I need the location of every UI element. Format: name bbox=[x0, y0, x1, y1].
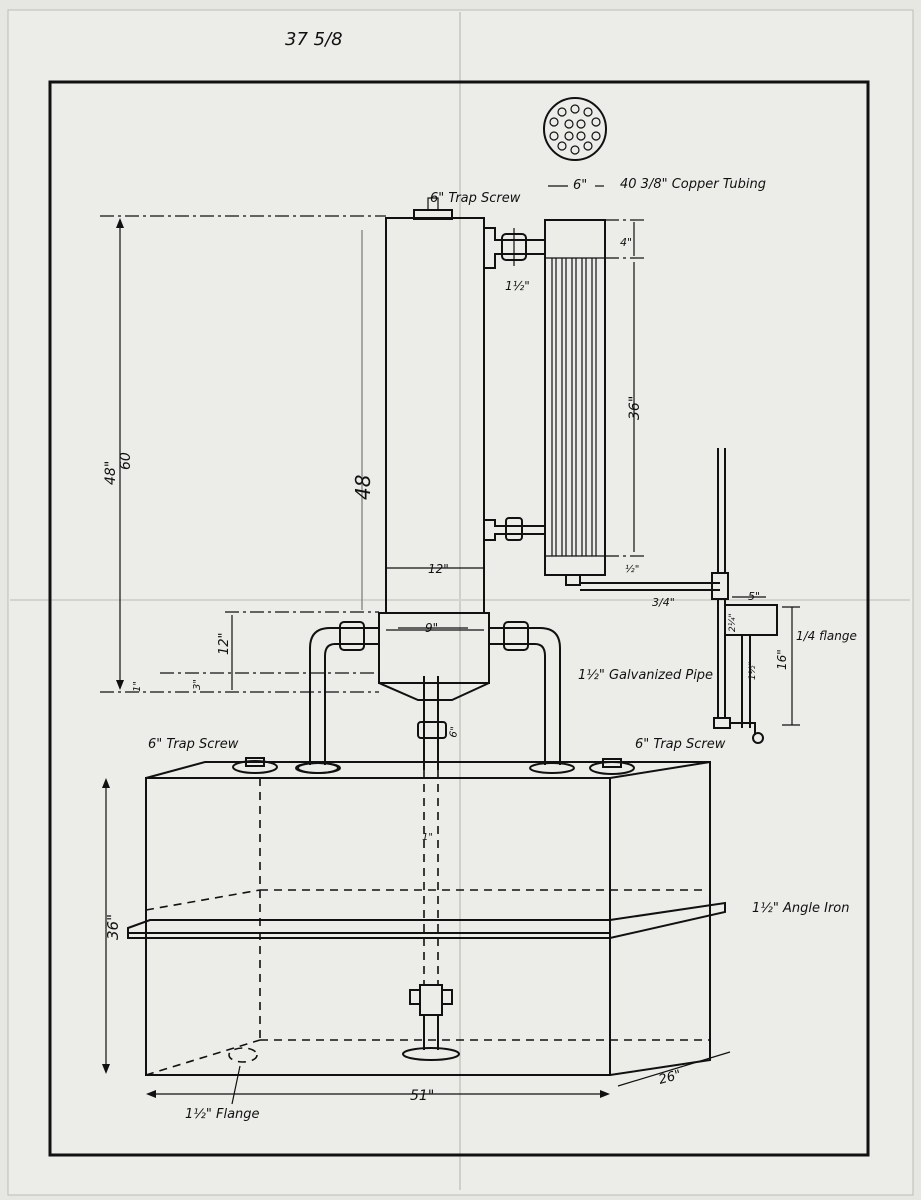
label-tubing-width: 6" bbox=[573, 178, 587, 193]
dim-48: 48" bbox=[103, 461, 119, 485]
label-trap-screw-right: 6" Trap Screw bbox=[635, 737, 726, 752]
label-trap-screw-top: 6" Trap Screw bbox=[430, 191, 521, 206]
dim-60-crossed: 60 bbox=[118, 452, 134, 470]
dim-3-4: 3/4" bbox=[652, 596, 675, 609]
tube-bundle-end-view bbox=[543, 97, 607, 161]
dim-5: 5" bbox=[748, 590, 760, 603]
dim-6-small: 6" bbox=[448, 726, 461, 739]
dim-half-in: ½" bbox=[625, 563, 639, 575]
label-galvanized-pipe: 1½" Galvanized Pipe bbox=[578, 668, 713, 683]
label-copper-tubing: 40 3/8" Copper Tubing bbox=[620, 177, 766, 192]
border-frame bbox=[48, 80, 870, 1157]
return-pipe-middle bbox=[484, 517, 545, 541]
still-column bbox=[378, 197, 490, 701]
condenser bbox=[544, 219, 606, 586]
label-trap-screw-left: 6" Trap Screw bbox=[148, 737, 239, 752]
header-note: 37 5/8 bbox=[285, 29, 343, 50]
label-angle-iron: 1½" Angle Iron bbox=[752, 901, 849, 916]
dim-26: 26" bbox=[657, 1068, 683, 1088]
vapor-pipe-top bbox=[484, 227, 545, 269]
label-flange-bottom: 1½" Flange bbox=[185, 1107, 260, 1122]
dim-12-height: 12" bbox=[217, 632, 232, 655]
dim-16: 16" bbox=[775, 649, 789, 670]
pencil-48: 48 bbox=[351, 475, 375, 500]
dim-1-tank: 1" bbox=[422, 832, 433, 843]
dim-1: 1" bbox=[132, 681, 143, 692]
dim-1-1-2-small: 1½" bbox=[748, 661, 758, 680]
flange-note: 1/4 flange bbox=[796, 629, 857, 643]
dim-12-width: 12" bbox=[428, 562, 449, 576]
dim-36-condenser: 36" bbox=[627, 396, 643, 420]
galvanized-pipes bbox=[295, 621, 575, 774]
tank bbox=[127, 757, 726, 1076]
dim-1-5-valve: 1½" bbox=[505, 279, 530, 293]
dim-3: 3" bbox=[192, 679, 203, 690]
dim-36-tank: 36" bbox=[104, 914, 122, 940]
dim-4: 4" bbox=[620, 236, 632, 249]
center-drain-pipe bbox=[402, 676, 460, 1061]
dim-2-1-4: 2¼" bbox=[728, 613, 738, 632]
dim-9: 9" bbox=[425, 621, 438, 635]
condenser-outlet-pipe bbox=[580, 448, 778, 744]
dim-51: 51" bbox=[410, 1088, 434, 1104]
